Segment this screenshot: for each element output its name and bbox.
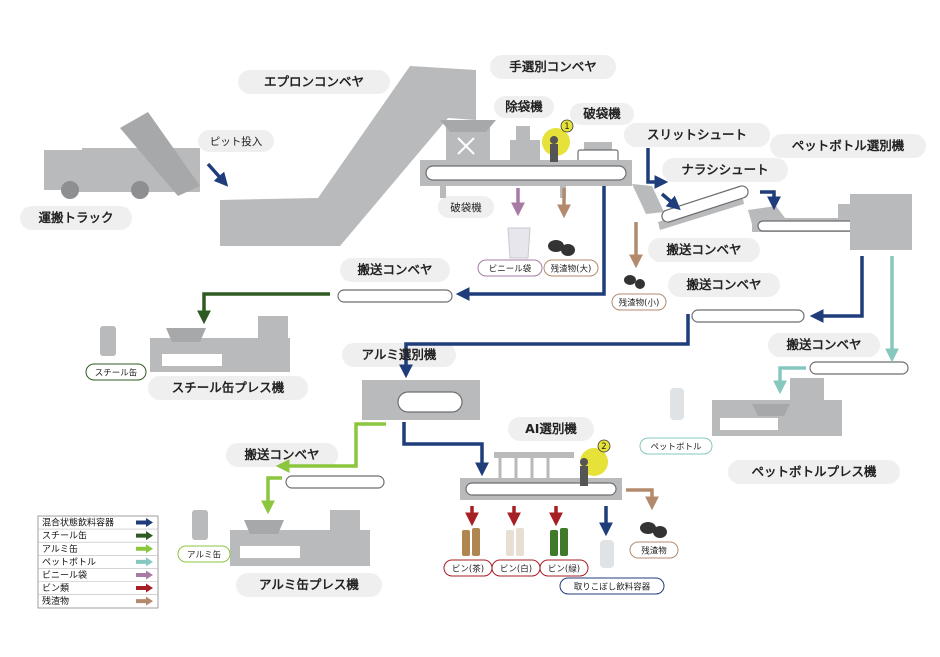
legend-label: ビニール袋 xyxy=(42,569,87,581)
residue-icon xyxy=(640,522,667,538)
legend-arrow-icon xyxy=(136,596,153,606)
label-pit: ピット投入 xyxy=(210,135,263,148)
legend-label: 残渣物 xyxy=(42,595,69,607)
missed-container-icon xyxy=(600,540,614,568)
label-aluminum-sorter: アルミ選別機 xyxy=(362,347,437,362)
label-bag-breaker-top: 破袋機 xyxy=(583,106,621,121)
brown-bottles-icon xyxy=(462,528,480,556)
label-conveyor-4: 搬送コンベヤ xyxy=(786,337,861,352)
label-slit-chute: スリットシュート xyxy=(647,127,747,142)
label-pet-sorter: ペットボトル選別機 xyxy=(792,138,905,153)
legend-label: 混合状態飲料容器 xyxy=(42,517,114,529)
legend-arrow-icon xyxy=(136,570,153,580)
hand-sorting-conveyor: 1 xyxy=(420,119,632,198)
steel-can-press xyxy=(100,316,290,372)
label-ai-sorter: AI選別機 xyxy=(525,421,577,436)
legend-label: ペットボトル xyxy=(42,557,96,568)
badge-residue-small: 残渣物(小) xyxy=(619,298,660,309)
aluminum-sorter xyxy=(362,380,480,420)
label-pet-press: ペットボトルプレス機 xyxy=(751,464,877,479)
slit-chute-and-conveyor xyxy=(632,184,912,250)
label-truck: 運搬トラック xyxy=(38,210,113,225)
badge-steel-can: スチール缶 xyxy=(95,368,138,379)
product-icons xyxy=(462,227,667,568)
legend-arrow-icon xyxy=(136,557,153,567)
label-bag-remover: 除袋機 xyxy=(505,99,543,114)
ai-sorter-machine: 2 xyxy=(460,439,622,500)
white-bottles-icon xyxy=(506,528,524,556)
apron-conveyor xyxy=(220,66,476,246)
process-labels: 運搬トラック ピット投入 エプロンコンベヤ 手選別コンベヤ 除袋機 破袋機 破袋… xyxy=(38,59,904,592)
label-narashi-chute: ナラシシュート xyxy=(681,162,768,177)
label-conveyor-3: 搬送コンベヤ xyxy=(686,277,761,292)
label-aluminum-press: アルミ缶プレス機 xyxy=(259,577,359,592)
label-hand-sort-conveyor: 手選別コンベヤ xyxy=(509,59,597,74)
legend-arrow-icon xyxy=(136,518,153,528)
badge-bottle-green: ビン(緑) xyxy=(548,564,580,575)
badge-vinyl-bag: ビニール袋 xyxy=(489,264,532,275)
aluminum-can-press xyxy=(192,510,370,566)
legend-arrow-icon xyxy=(136,583,153,593)
green-bottles-icon xyxy=(550,528,568,556)
transport-conveyors xyxy=(285,289,909,489)
label-conveyor-5: 搬送コンベヤ xyxy=(244,447,319,462)
product-badges: ビニール袋 残渣物(大) 残渣物(小) スチール缶 アルミ缶 ペットボトル ビン… xyxy=(85,259,713,595)
label-bag-breaker-bottom: 破袋機 xyxy=(450,201,482,214)
pit-arrow xyxy=(206,162,229,187)
label-apron-conveyor: エプロンコンベヤ xyxy=(264,74,364,89)
transport-truck xyxy=(44,112,200,199)
vinyl-bag-icon xyxy=(507,227,531,259)
label-conveyor-1: 搬送コンベヤ xyxy=(666,242,741,257)
badge-bottle-brown: ビン(茶) xyxy=(452,564,484,575)
badge-bottle-white: ビン(白) xyxy=(500,564,532,575)
worker-figure-1 xyxy=(550,144,558,162)
worker-number-2: 2 xyxy=(601,442,606,452)
label-backgrounds xyxy=(20,55,926,597)
legend-arrow-icon xyxy=(136,544,153,554)
label-conveyor-2: 搬送コンベヤ xyxy=(357,262,432,277)
legend-label: スチール缶 xyxy=(42,530,87,542)
legend-label: ビン類 xyxy=(42,583,69,594)
badge-residue-large: 残渣物(大) xyxy=(551,264,592,275)
worker-number-1: 1 xyxy=(564,122,569,132)
label-steel-press: スチール缶プレス機 xyxy=(172,380,285,395)
pet-bottle-press xyxy=(670,378,842,436)
residue-large-icon xyxy=(548,240,575,256)
badge-missed-containers: 取りこぼし飲料容器 xyxy=(574,582,651,593)
legend-label: アルミ缶 xyxy=(42,543,78,555)
legend-arrow-icon xyxy=(136,531,153,541)
badge-residue: 残渣物 xyxy=(641,546,667,557)
residue-small-icon xyxy=(624,275,645,289)
badge-aluminum-can: アルミ缶 xyxy=(187,550,221,561)
badge-pet-bottle: ペットボトル xyxy=(650,443,702,453)
flow-arrows xyxy=(197,148,899,537)
